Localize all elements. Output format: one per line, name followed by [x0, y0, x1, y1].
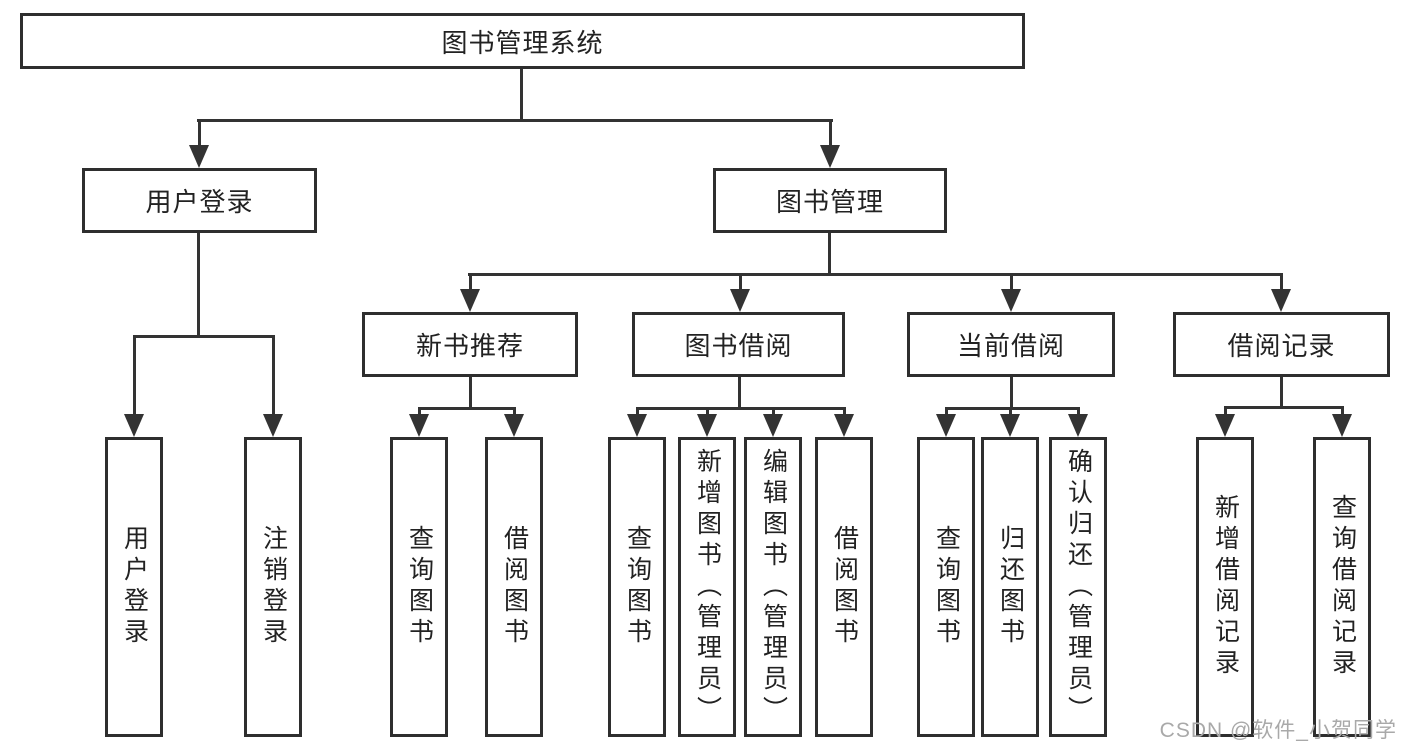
node-root: 图书管理系统: [20, 13, 1025, 69]
arrow-down-icon: [263, 335, 283, 437]
connector-line: [197, 119, 833, 122]
arrow-down-icon: [697, 407, 717, 437]
connector-line: [828, 233, 831, 273]
arrow-down-icon: [936, 407, 956, 437]
leaf-label: 确认归还（管理员）: [1064, 447, 1093, 727]
arrow-down-icon: [763, 407, 783, 437]
connector-line: [1010, 377, 1013, 407]
arrow-down-icon: [460, 273, 480, 312]
arrow-down-icon: [1215, 406, 1235, 437]
leaf-label: 编辑图书（管理员）: [759, 447, 788, 727]
node-book-borrow: 图书借阅: [632, 312, 845, 377]
leaf-label: 归还图书: [996, 525, 1025, 649]
leaf-label: 新增图书（管理员）: [693, 447, 722, 727]
arrow-down-icon: [409, 407, 429, 437]
node-label: 图书借阅: [684, 331, 793, 361]
node-new-book-recommend: 新书推荐: [362, 312, 578, 377]
leaf-query-book-borrow: 查询图书: [608, 437, 666, 737]
leaf-add-borrow-record: 新增借阅记录: [1196, 437, 1254, 737]
node-label: 新书推荐: [415, 331, 524, 361]
arrow-down-icon: [820, 119, 840, 168]
connector-line: [1280, 377, 1283, 406]
node-root-label: 图书管理系统: [441, 27, 604, 58]
leaf-edit-book-admin: 编辑图书（管理员）: [744, 437, 802, 737]
leaf-user-login: 用户登录: [105, 437, 163, 737]
node-book-management: 图书管理: [713, 168, 947, 233]
leaf-borrow-book: 借阅图书: [815, 437, 873, 737]
leaf-label: 借阅图书: [830, 525, 859, 649]
leaf-query-borrow-record: 查询借阅记录: [1313, 437, 1371, 737]
arrow-down-icon: [1000, 407, 1020, 437]
node-label: 用户登录: [145, 187, 254, 217]
node-label: 当前借阅: [956, 331, 1065, 361]
arrow-down-icon: [834, 407, 854, 437]
leaf-return-book: 归还图书: [981, 437, 1039, 737]
leaf-label: 查询图书: [405, 525, 434, 649]
node-label: 图书管理: [775, 187, 884, 217]
leaf-query-book-current: 查询图书: [917, 437, 975, 737]
leaf-add-book-admin: 新增图书（管理员）: [678, 437, 736, 737]
leaf-label: 用户登录: [120, 525, 149, 649]
connector-line: [468, 273, 1283, 276]
leaf-label: 注销登录: [259, 525, 288, 649]
leaf-label: 新增借阅记录: [1211, 494, 1240, 680]
arrow-down-icon: [1332, 406, 1352, 437]
leaf-label: 查询图书: [623, 525, 652, 649]
leaf-label: 查询借阅记录: [1328, 494, 1357, 680]
leaf-label: 借阅图书: [500, 525, 529, 649]
node-borrow-record: 借阅记录: [1173, 312, 1390, 377]
leaf-query-book-recommend: 查询图书: [390, 437, 448, 737]
arrow-down-icon: [730, 273, 750, 312]
leaf-borrow-book-recommend: 借阅图书: [485, 437, 543, 737]
connector-line: [469, 377, 472, 407]
arrow-down-icon: [1068, 407, 1088, 437]
node-user-login: 用户登录: [82, 168, 317, 233]
connector-line: [418, 407, 516, 410]
arrow-down-icon: [627, 407, 647, 437]
arrow-down-icon: [1001, 273, 1021, 312]
arrow-down-icon: [1271, 273, 1291, 312]
connector-line: [197, 233, 200, 335]
leaf-logout: 注销登录: [244, 437, 302, 737]
connector-line: [738, 377, 741, 407]
node-label: 借阅记录: [1227, 331, 1336, 361]
arrow-down-icon: [189, 119, 209, 168]
arrow-down-icon: [504, 407, 524, 437]
csdn-watermark: CSDN @软件_小贺同学: [1159, 719, 1397, 742]
node-current-borrow: 当前借阅: [907, 312, 1115, 377]
connector-line: [520, 69, 523, 119]
connector-line: [1224, 406, 1344, 409]
leaf-confirm-return-admin: 确认归还（管理员）: [1049, 437, 1107, 737]
connector-line: [636, 407, 846, 410]
arrow-down-icon: [124, 335, 144, 437]
connector-line: [945, 407, 1080, 410]
leaf-label: 查询图书: [932, 525, 961, 649]
connector-line: [133, 335, 275, 338]
